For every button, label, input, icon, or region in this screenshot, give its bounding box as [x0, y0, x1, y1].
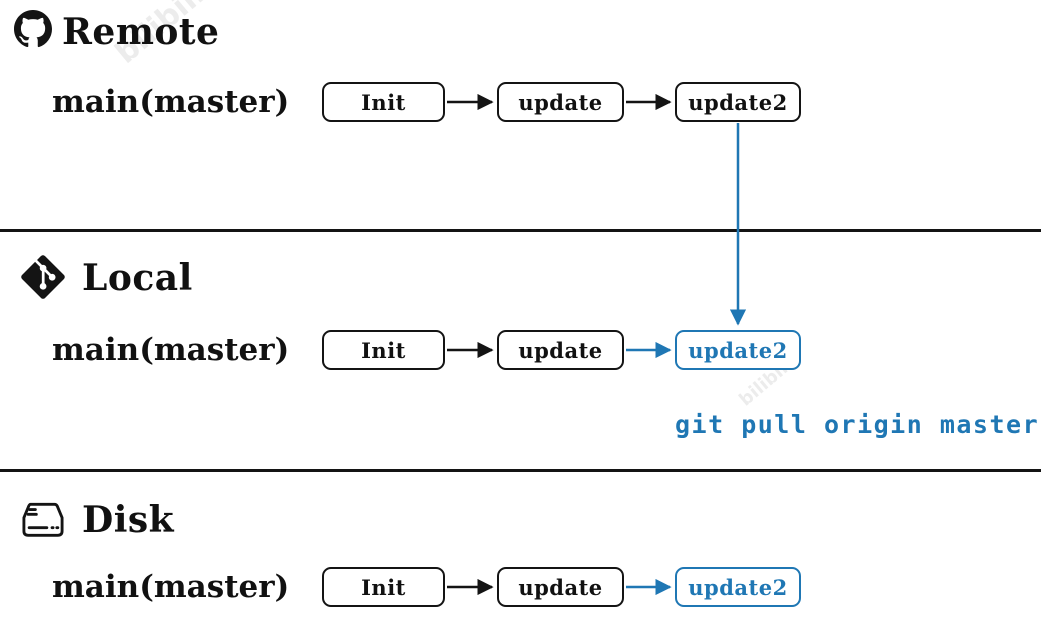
local-commit-init: Init	[322, 330, 445, 370]
disk-branch-label: main(master)	[52, 569, 290, 605]
remote-commit-init: Init	[322, 82, 445, 122]
disk-commit-update2: update2	[675, 567, 801, 607]
divider-remote-local	[0, 229, 1041, 232]
github-icon	[14, 10, 52, 48]
local-commit-update2: update2	[675, 330, 801, 370]
remote-commit-update2: update2	[675, 82, 801, 122]
remote-commit-update: update	[497, 82, 624, 122]
section-title-disk: Disk	[82, 499, 175, 541]
git-icon	[20, 254, 66, 300]
divider-local-disk	[0, 469, 1041, 472]
local-branch-label: main(master)	[52, 332, 290, 368]
local-commit-update: update	[497, 330, 624, 370]
remote-branch-label: main(master)	[52, 84, 290, 120]
disk-commit-update: update	[497, 567, 624, 607]
section-title-local: Local	[82, 257, 193, 299]
section-title-remote: Remote	[62, 11, 220, 53]
hard-drive-icon	[20, 500, 66, 542]
git-pull-command: git pull origin master	[675, 410, 1040, 439]
disk-commit-init: Init	[322, 567, 445, 607]
